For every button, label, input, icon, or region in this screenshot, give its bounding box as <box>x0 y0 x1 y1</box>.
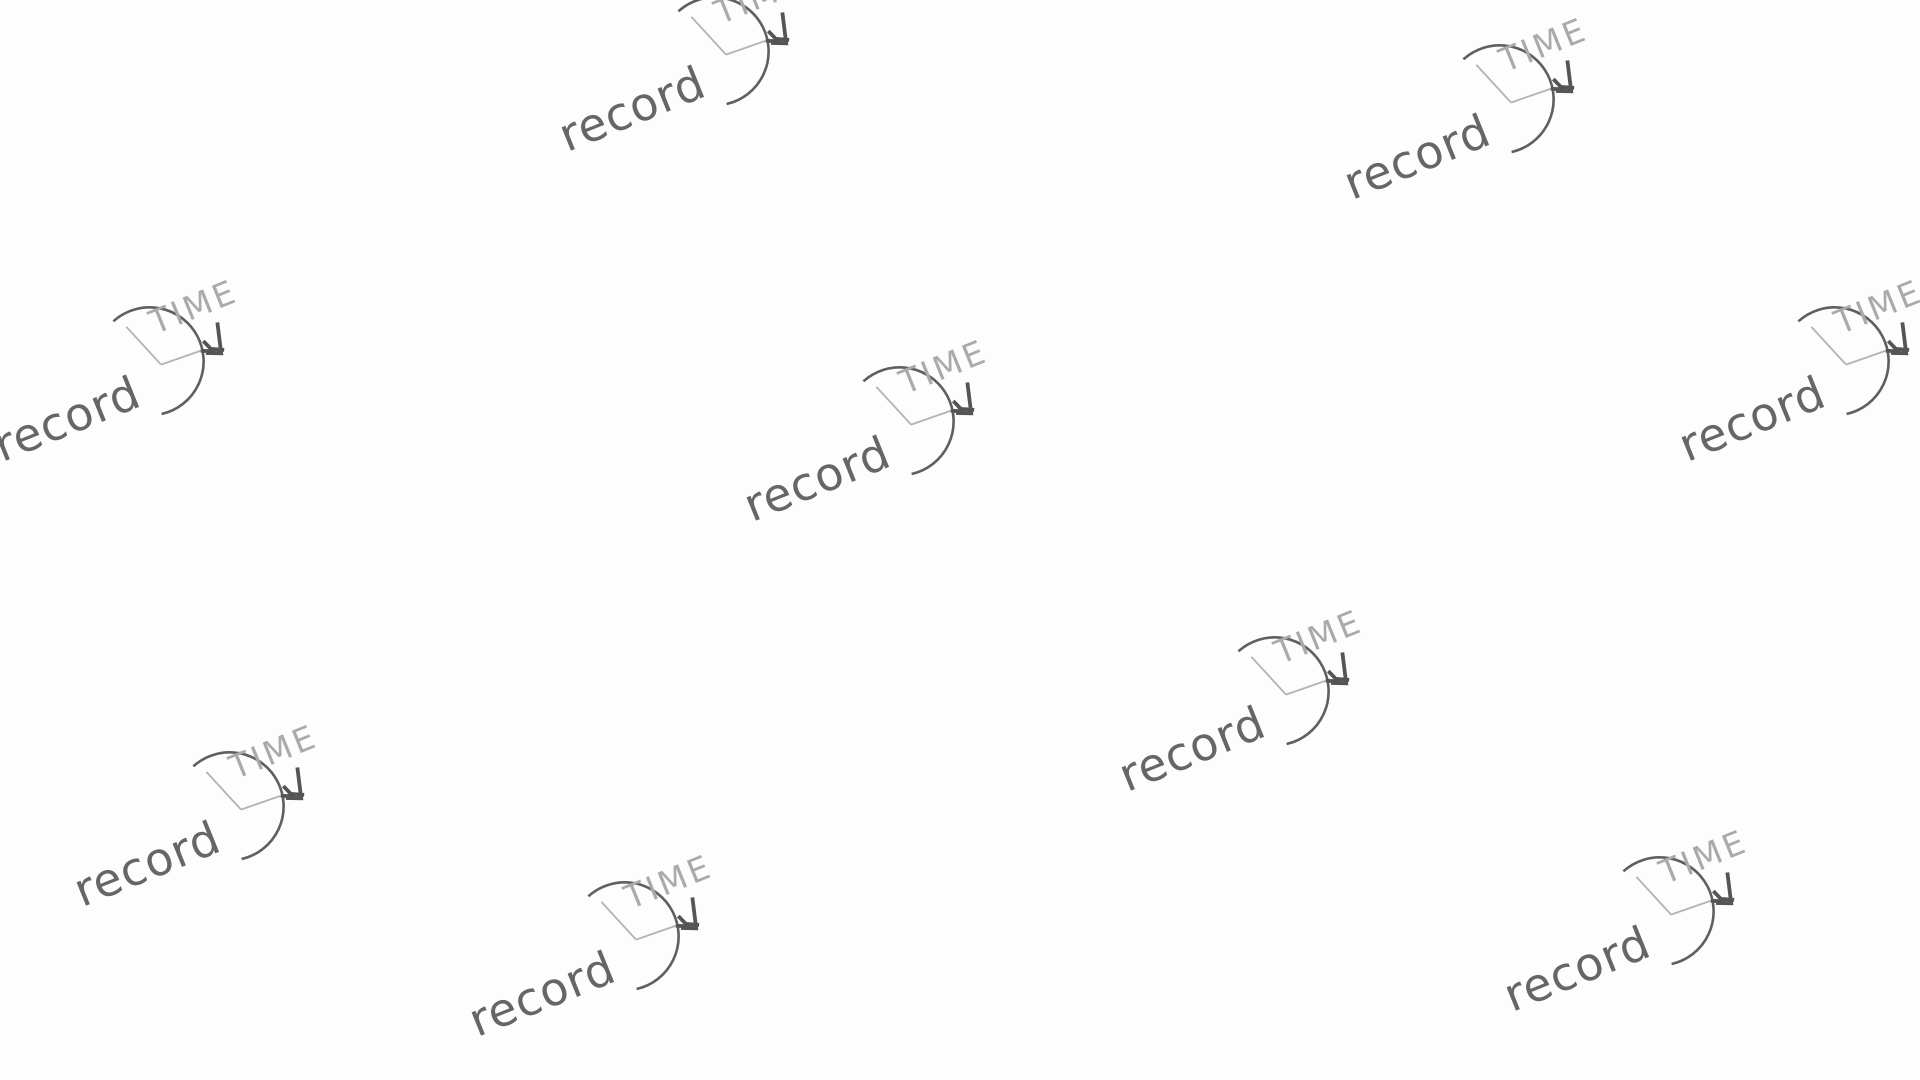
record-time-logo-6: record TIME <box>1087 596 1373 805</box>
clock-check-icon <box>1462 44 1575 154</box>
record-time-logo-4: record TIME <box>712 326 998 535</box>
clock-check-icon <box>112 306 225 416</box>
clock-check-icon <box>1797 306 1910 416</box>
clock-check-icon <box>1237 636 1350 746</box>
clock-check-icon <box>587 881 700 991</box>
record-time-logo-1: record TIME <box>527 0 813 164</box>
clock-check-icon <box>192 751 305 861</box>
record-time-logo-9: record TIME <box>1472 816 1758 1025</box>
record-time-logo-2: record TIME <box>1312 4 1598 213</box>
clock-check-icon <box>677 0 790 106</box>
clock-check-icon <box>1622 856 1735 966</box>
clock-check-icon <box>862 366 975 476</box>
record-time-logo-3: record TIME <box>0 266 248 475</box>
record-time-logo-7: record TIME <box>42 711 328 920</box>
record-time-logo-5: record TIME <box>1647 266 1920 475</box>
record-time-logo-8: record TIME <box>437 841 723 1050</box>
